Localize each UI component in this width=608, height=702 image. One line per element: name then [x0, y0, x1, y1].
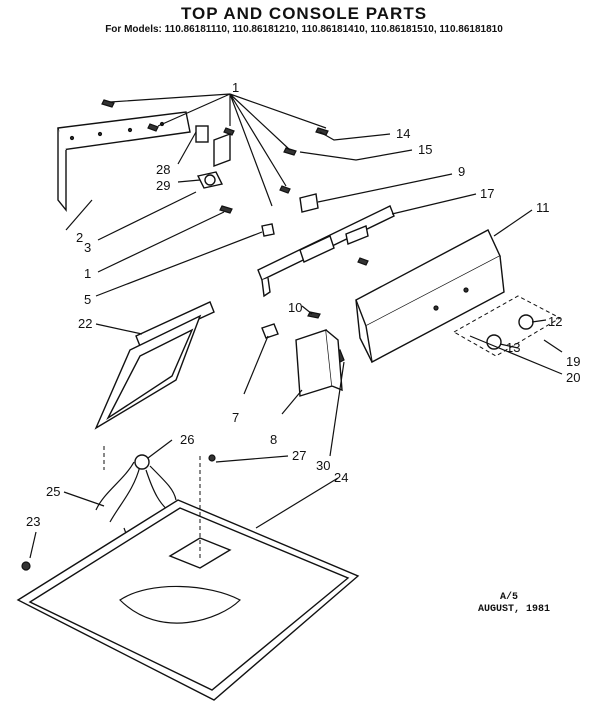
label-part-10: 10: [288, 300, 302, 315]
label-part-30: 30: [316, 458, 330, 473]
leader-lines: [29, 93, 563, 560]
part-number-labels: 1 14 15 9 17 11 28 29 2 3 1 5 10 22 12 1…: [26, 80, 580, 529]
console-backsplash: [355, 229, 505, 364]
models-line: For Models: 110.86181110, 110.86181210, …: [105, 24, 503, 35]
label-part-9: 9: [458, 164, 465, 179]
footer-code: A/5: [500, 592, 519, 603]
label-part-1-lower: 1: [84, 266, 91, 281]
label-part-7: 7: [232, 410, 239, 425]
label-part-26: 26: [180, 432, 194, 447]
label-part-19: 19: [566, 354, 580, 369]
label-part-25: 25: [46, 484, 60, 499]
rear-panel: [57, 111, 191, 212]
label-part-3: 3: [84, 240, 91, 255]
label-part-17: 17: [480, 186, 494, 201]
knob-panel: [452, 295, 562, 357]
switch-assembly: [195, 125, 231, 189]
label-part-23: 23: [26, 514, 40, 529]
knob-part: [261, 323, 279, 339]
label-part-11: 11: [536, 200, 550, 215]
label-part-12: 12: [548, 314, 562, 329]
lint-housing: [94, 301, 215, 430]
label-part-20: 20: [566, 370, 580, 385]
label-part-5: 5: [84, 292, 91, 307]
label-part-28: 28: [156, 162, 170, 177]
label-part-8: 8: [270, 432, 277, 447]
timer-part: [299, 193, 319, 213]
cover-part: [295, 329, 343, 397]
bracket-part: [261, 223, 275, 237]
label-part-22: 22: [78, 316, 92, 331]
label-part-2: 2: [76, 230, 83, 245]
dryer-top: [16, 499, 360, 701]
label-part-24: 24: [334, 470, 348, 485]
label-part-1-top: 1: [232, 80, 239, 95]
wire-harness: [95, 454, 216, 553]
label-part-14: 14: [396, 126, 410, 141]
label-part-13: 13: [506, 340, 520, 355]
label-part-29: 29: [156, 178, 170, 193]
label-part-15: 15: [418, 142, 432, 157]
label-part-27: 27: [292, 448, 306, 463]
control-panel-frame: [257, 205, 395, 298]
diagram-title: TOP AND CONSOLE PARTS: [180, 4, 428, 23]
footer-date: AUGUST, 1981: [478, 604, 551, 615]
